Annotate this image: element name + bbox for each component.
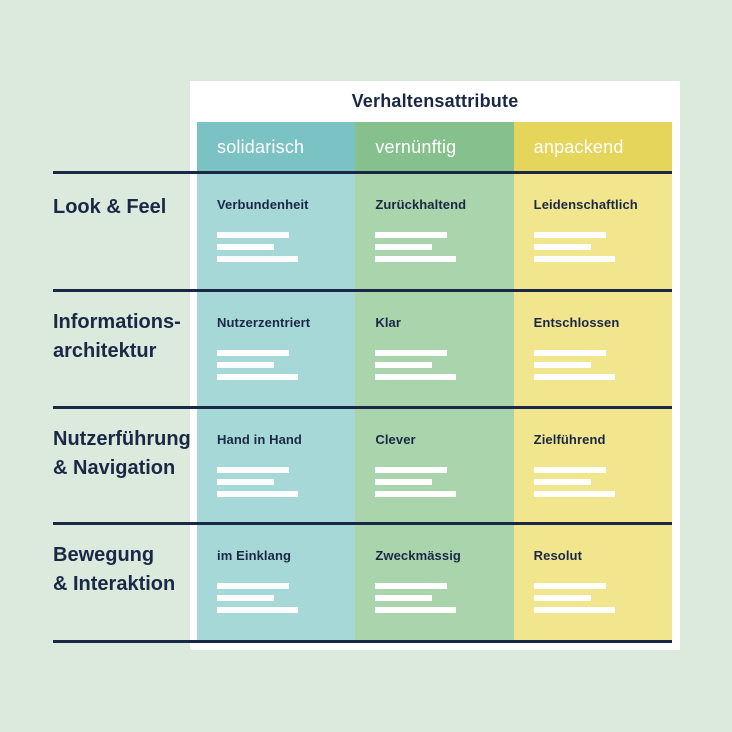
row-label-informationsarchitektur: Informations-architektur [53, 308, 188, 366]
column-header-solidarisch: solidarisch [197, 122, 356, 172]
cell-nutzerfuehrung-solidarisch: Hand in Hand [197, 407, 356, 523]
placeholder-line [533, 467, 606, 473]
placeholder-line [533, 583, 606, 589]
placeholder-line [375, 232, 448, 238]
cell-bewegung-anpackend: Resolut [513, 523, 672, 641]
placeholder-line [217, 491, 298, 497]
row-label-nutzerfuehrung-navigation: Nutzerführung & Navigation [53, 425, 191, 483]
cell-informationsarchitektur-anpackend: Entschlossen [513, 290, 672, 407]
placeholder-line [375, 595, 433, 601]
placeholder-text-lines [217, 583, 341, 613]
row-divider [53, 170, 672, 174]
column-solidarisch: solidarisch Verbundenheit Nutzerzentrier… [197, 122, 356, 641]
column-header-vernuenftig: vernünftig [355, 122, 514, 172]
cell-bewegung-vernuenftig: Zweckmässig [355, 523, 514, 641]
placeholder-line [375, 244, 433, 250]
placeholder-line [375, 350, 448, 356]
placeholder-line [533, 607, 615, 613]
row-label-line: Informations- [53, 311, 181, 333]
row-divider [53, 521, 672, 525]
column-anpackend: anpackend Leidenschaftlich Entschlossen [513, 122, 672, 641]
placeholder-line [375, 479, 433, 485]
cell-look-feel-vernuenftig: Zurückhaltend [355, 172, 514, 290]
placeholder-line [375, 607, 457, 613]
placeholder-line [533, 256, 615, 262]
row-label-line: & Interaktion [53, 573, 176, 595]
placeholder-line [217, 350, 289, 356]
row-label-line: Nutzerführung [53, 428, 191, 450]
cell-label: Clever [375, 432, 416, 447]
cell-label: Klar [375, 315, 402, 330]
row-label-line: architektur [53, 340, 157, 362]
cell-informationsarchitektur-vernuenftig: Klar [355, 290, 514, 407]
cell-label: Zielführend [533, 432, 606, 447]
placeholder-text-lines [217, 350, 341, 380]
row-label-line: Bewegung [53, 544, 155, 566]
placeholder-line [217, 607, 298, 613]
column-header-anpackend: anpackend [513, 122, 672, 172]
placeholder-line [533, 232, 606, 238]
row-label-line: Look & Feel [53, 196, 167, 218]
cell-label: Nutzerzentriert [217, 315, 311, 330]
cell-label: Entschlossen [533, 315, 620, 330]
placeholder-line [217, 467, 289, 473]
row-divider [53, 405, 672, 409]
placeholder-line [217, 479, 274, 485]
cell-label: Leidenschaftlich [533, 197, 638, 212]
placeholder-text-lines [375, 350, 499, 380]
cell-bewegung-solidarisch: im Einklang [197, 523, 356, 641]
placeholder-line [217, 244, 274, 250]
cell-label: Resolut [533, 548, 583, 563]
table-panel: Verhaltensattribute solidarisch Verbunde… [190, 81, 680, 650]
placeholder-text-lines [533, 467, 658, 497]
row-label-bewegung-interaktion: Bewegung & Interaktion [53, 541, 188, 599]
table-title: Verhaltensattribute [351, 91, 519, 111]
row-label-line: & Navigation [53, 457, 176, 479]
cell-look-feel-anpackend: Leidenschaftlich [513, 172, 672, 290]
cell-look-feel-solidarisch: Verbundenheit [197, 172, 356, 290]
placeholder-line [217, 256, 298, 262]
columns-container: solidarisch Verbundenheit Nutzerzentrier… [197, 122, 672, 641]
placeholder-line [217, 232, 289, 238]
cell-label: Zweckmässig [375, 548, 461, 563]
column-vernuenftig: vernünftig Zurückhaltend Klar [355, 122, 514, 641]
placeholder-line [375, 583, 448, 589]
placeholder-text-lines [533, 583, 658, 613]
placeholder-line [533, 362, 591, 368]
placeholder-text-lines [375, 583, 499, 613]
placeholder-line [217, 362, 274, 368]
placeholder-text-lines [217, 232, 341, 262]
cell-nutzerfuehrung-anpackend: Zielführend [513, 407, 672, 523]
row-divider [53, 288, 672, 292]
cell-label: Zurückhaltend [375, 197, 467, 212]
placeholder-line [533, 479, 591, 485]
placeholder-line [217, 595, 274, 601]
placeholder-line [533, 374, 615, 380]
cell-informationsarchitektur-solidarisch: Nutzerzentriert [197, 290, 356, 407]
cell-label: Verbundenheit [217, 197, 309, 212]
placeholder-line [217, 374, 298, 380]
placeholder-text-lines [533, 232, 658, 262]
placeholder-line [375, 374, 457, 380]
placeholder-line [533, 595, 591, 601]
cell-label: Hand in Hand [217, 432, 302, 447]
placeholder-text-lines [375, 232, 499, 262]
placeholder-line [375, 362, 433, 368]
placeholder-text-lines [375, 467, 499, 497]
cell-label: im Einklang [217, 548, 292, 563]
placeholder-line [375, 256, 457, 262]
placeholder-text-lines [533, 350, 658, 380]
placeholder-line [217, 583, 289, 589]
placeholder-line [533, 244, 591, 250]
cell-nutzerfuehrung-vernuenftig: Clever [355, 407, 514, 523]
row-divider [53, 639, 672, 643]
placeholder-line [533, 491, 615, 497]
row-label-look-feel: Look & Feel [53, 193, 188, 222]
placeholder-line [375, 491, 457, 497]
placeholder-line [533, 350, 606, 356]
placeholder-text-lines [217, 467, 341, 497]
placeholder-line [375, 467, 448, 473]
